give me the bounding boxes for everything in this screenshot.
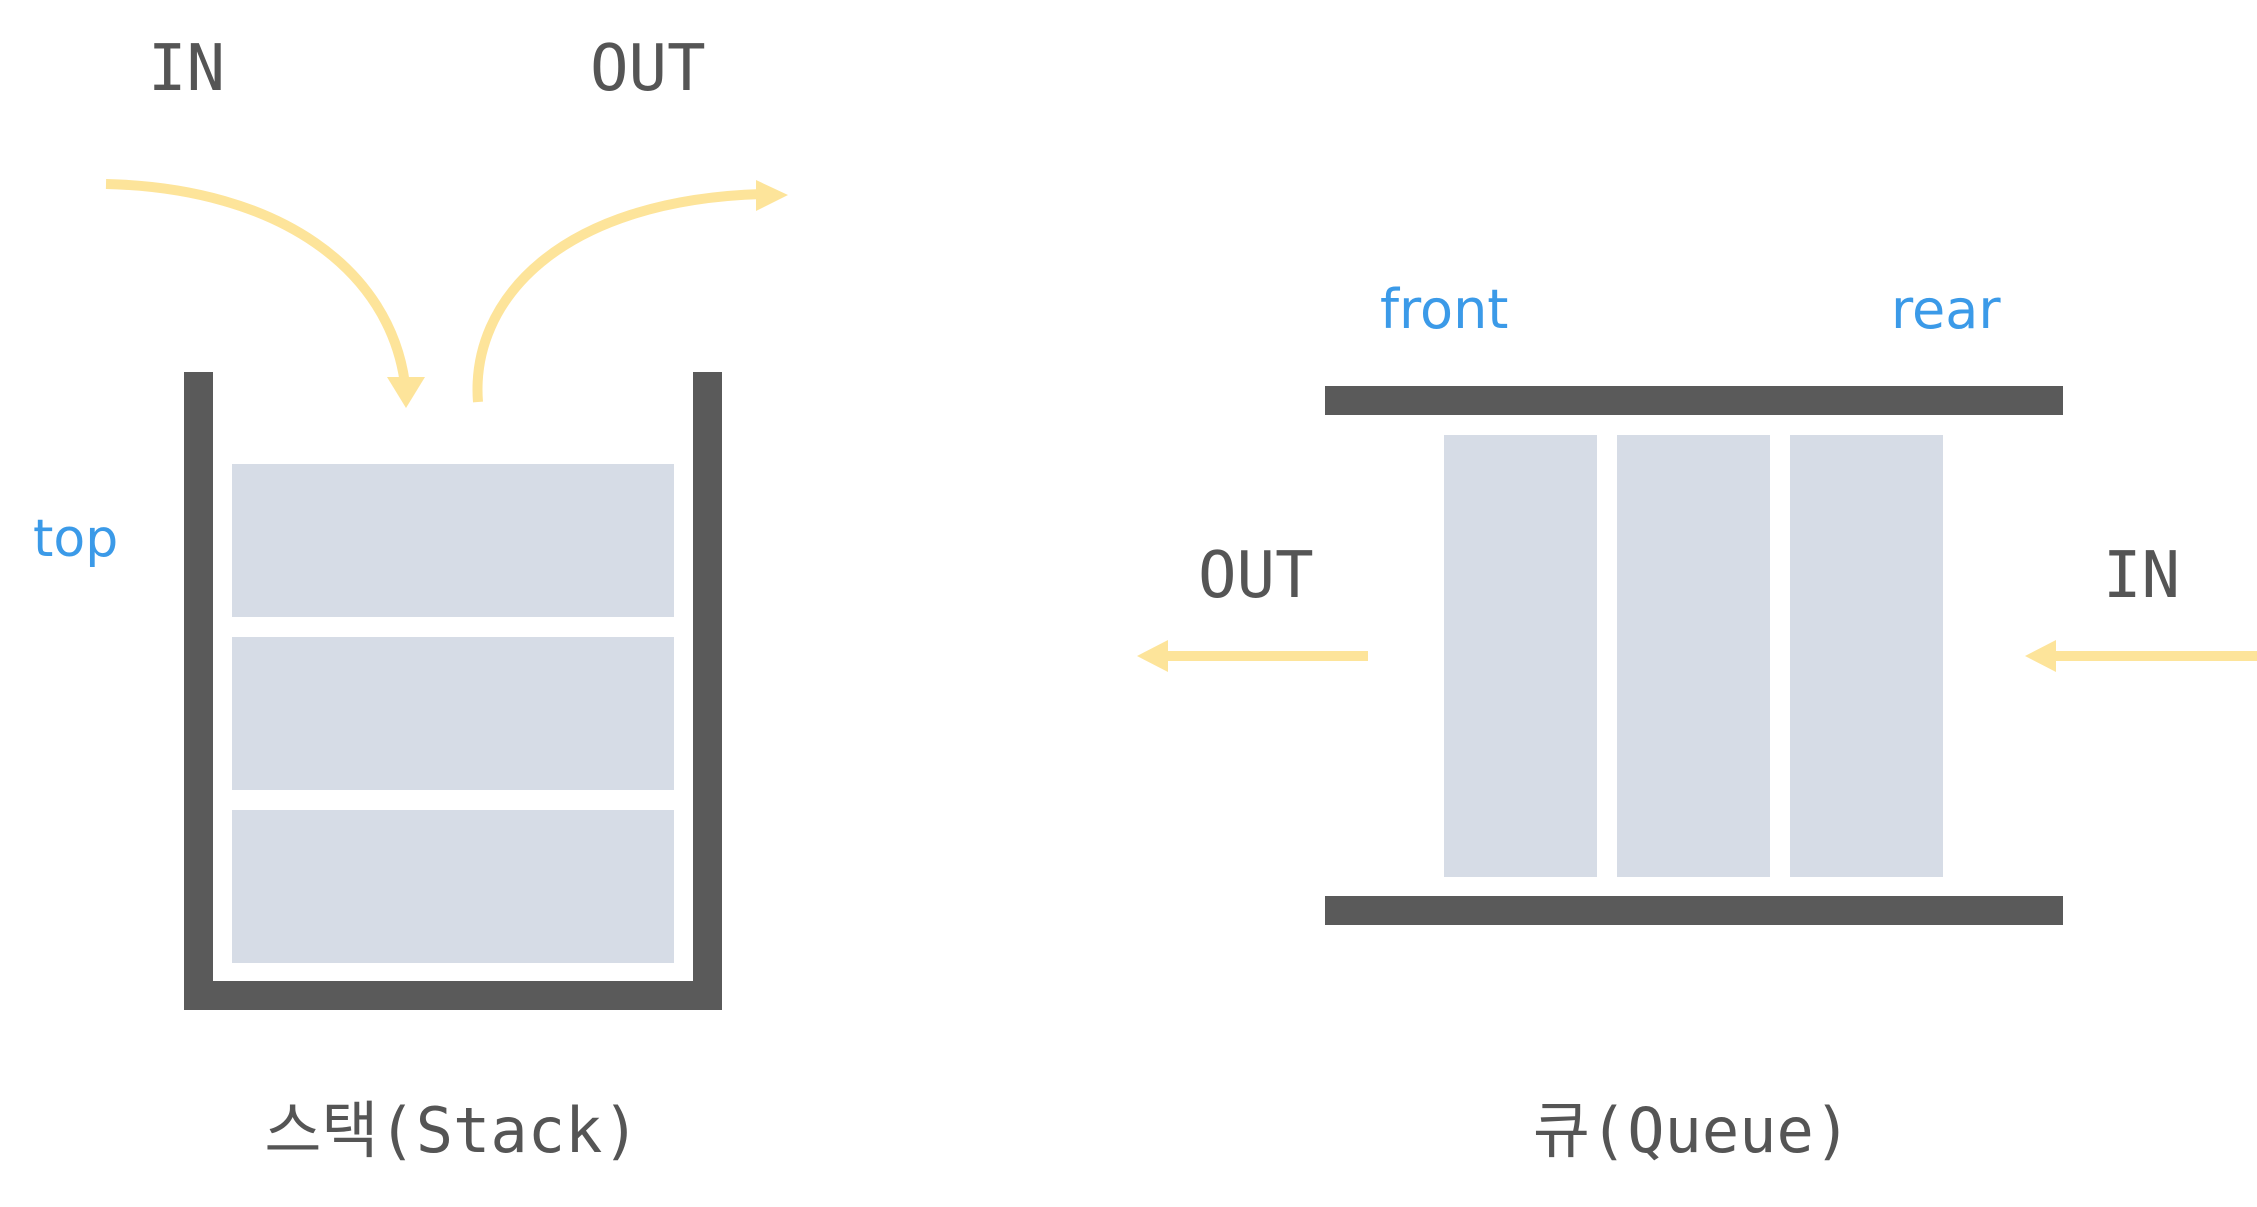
stack-item [232,464,674,617]
stack-out-arrow [472,189,763,403]
stack-right-wall [693,372,722,1010]
queue-item [1617,435,1770,877]
queue-in-arrow [2048,651,2257,661]
stack-out-label: OUT [590,32,706,106]
stack-in-arrowhead [387,377,425,408]
queue-bottom-rail [1325,896,2063,925]
queue-rear-label: rear [1891,278,2001,341]
queue-front-label: front [1380,278,1508,341]
queue-item [1444,435,1597,877]
stack-left-wall [184,372,213,1010]
queue-in-arrowhead [2025,640,2056,672]
stack-top-label: top [33,509,118,569]
stack-caption: 스택(Stack) [264,1094,639,1167]
queue-caption: 큐(Queue) [1533,1094,1851,1167]
stack-in-label: IN [148,32,225,106]
queue-diagram: front rear OUT IN 큐(Queue) [1137,278,2257,1167]
stack-item [232,637,674,790]
stack-item [232,810,674,963]
stack-bottom-wall [184,981,722,1010]
stack-out-arrowhead [756,180,788,211]
queue-out-label: OUT [1198,539,1314,613]
stack-diagram: IN OUT top 스택(Stack) [33,32,788,1167]
queue-in-label: IN [2103,539,2180,613]
queue-top-rail [1325,386,2063,415]
stack-in-arrow [105,179,410,385]
queue-out-arrowhead [1137,640,1168,672]
queue-item [1790,435,1943,877]
queue-out-arrow [1160,651,1368,661]
